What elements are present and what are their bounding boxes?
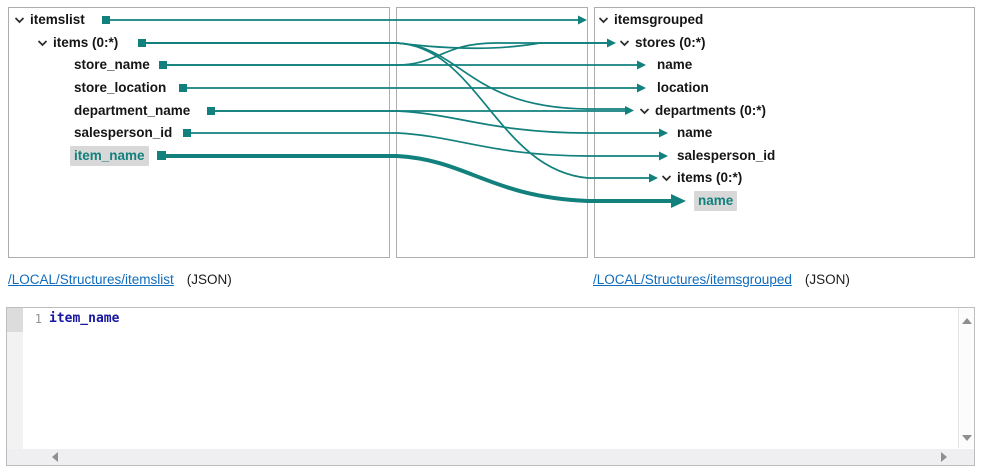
triangle-down-icon — [962, 435, 972, 441]
expression-editor: 1 item_name — [6, 307, 975, 466]
tree-node-itemslist[interactable]: itemslist — [14, 10, 85, 30]
scroll-left-button[interactable] — [47, 449, 63, 465]
tree-node-department-name[interactable]: department_name — [74, 101, 190, 121]
editor-vertical-scrollbar[interactable] — [958, 308, 974, 448]
tree-node-stores[interactable]: stores (0:*) — [619, 33, 706, 53]
tree-node-label: name — [677, 125, 713, 140]
editor-line-number: 1 — [34, 312, 42, 326]
mapping-wires-layer — [102, 15, 686, 208]
tree-node-label: items (0:*) — [53, 35, 119, 50]
chevron-down-icon[interactable] — [37, 39, 48, 47]
mapping-line-items-items[interactable] — [142, 42, 649, 179]
target-format-label: (JSON) — [804, 272, 850, 287]
tree-node-items[interactable]: items (0:*) — [37, 33, 118, 53]
tree-node-store-name[interactable]: store_name — [74, 55, 150, 75]
chevron-down-icon[interactable] — [14, 16, 25, 24]
mapping-line-salespersonid-salespersonid[interactable] — [187, 132, 659, 157]
target-structure-row: /LOCAL/Structures/itemsgrouped (JSON) — [593, 272, 850, 287]
arrowhead-salesperson-id — [659, 151, 668, 161]
tree-node-departments[interactable]: departments (0:*) — [639, 101, 766, 121]
mapping-line-itemname-name-selected[interactable] — [162, 154, 671, 203]
chevron-down-icon[interactable] — [598, 16, 609, 24]
arrowhead-departments-name — [659, 128, 668, 138]
editor-gutter — [7, 308, 23, 465]
source-connector-store-location[interactable] — [179, 84, 187, 92]
editor-text-area[interactable] — [46, 308, 957, 448]
source-format-label: (JSON) — [186, 272, 232, 287]
tree-node-item-name-selected[interactable]: item_name — [70, 146, 149, 166]
tree-node-location[interactable]: location — [657, 78, 709, 98]
source-connector-itemslist[interactable] — [102, 16, 110, 24]
source-connector-store-name[interactable] — [159, 61, 167, 69]
chevron-down-icon[interactable] — [639, 107, 650, 115]
scroll-down-button[interactable] — [959, 430, 975, 446]
tree-node-label: itemslist — [30, 12, 85, 27]
tree-node-items-name-selected[interactable]: name — [694, 191, 738, 211]
tree-node-departments-name[interactable]: name — [677, 123, 712, 143]
target-structure-link[interactable]: /LOCAL/Structures/itemsgrouped — [593, 272, 792, 287]
editor-gutter-current-line — [7, 308, 23, 332]
tree-node-label: store_name — [74, 57, 150, 72]
source-structure-row: /LOCAL/Structures/itemslist (JSON) — [8, 272, 232, 287]
arrowhead-itemsgrouped — [578, 15, 587, 25]
tree-node-items-target[interactable]: items (0:*) — [661, 168, 742, 188]
scroll-up-button[interactable] — [959, 313, 975, 329]
source-connector-item-name[interactable] — [157, 151, 166, 160]
scroll-right-button[interactable] — [936, 449, 952, 465]
chevron-down-icon[interactable] — [619, 39, 630, 47]
source-connector-department-name[interactable] — [207, 107, 215, 115]
arrowhead-items — [649, 173, 658, 183]
chevron-down-icon[interactable] — [661, 174, 672, 182]
source-connector-items[interactable] — [138, 39, 146, 47]
editor-horizontal-scrollbar[interactable] — [7, 449, 974, 465]
tree-node-label: location — [657, 80, 709, 95]
mapping-line-departmentname-deptname[interactable] — [211, 110, 659, 134]
tree-node-label: item_name — [70, 146, 149, 166]
tree-node-label: salesperson_id — [677, 148, 776, 163]
triangle-up-icon — [962, 318, 972, 324]
arrowhead-stores-name — [637, 60, 646, 70]
tree-node-stores-name[interactable]: name — [657, 55, 692, 75]
tree-node-store-location[interactable]: store_location — [74, 78, 166, 98]
source-connector-salesperson-id[interactable] — [183, 129, 191, 137]
triangle-left-icon — [52, 452, 58, 462]
tree-node-label: name — [694, 191, 738, 211]
tree-node-label: itemsgrouped — [614, 12, 704, 27]
editor-code-text: item_name — [49, 311, 120, 326]
tree-node-salesperson-id-target[interactable]: salesperson_id — [677, 146, 775, 166]
tree-node-salesperson-id[interactable]: salesperson_id — [74, 123, 172, 143]
tree-node-label: departments (0:*) — [655, 103, 767, 118]
tree-node-label: name — [657, 57, 693, 72]
source-structure-link[interactable]: /LOCAL/Structures/itemslist — [8, 272, 174, 287]
tree-node-label: salesperson_id — [74, 125, 173, 140]
editor-line-number-column — [23, 308, 46, 448]
tree-node-label: items (0:*) — [677, 170, 743, 185]
tree-node-itemsgrouped[interactable]: itemsgrouped — [598, 10, 703, 30]
arrowhead-stores — [607, 38, 616, 48]
tree-node-label: stores (0:*) — [635, 35, 706, 50]
arrowhead-departments — [625, 106, 634, 115]
tree-node-label: store_location — [74, 80, 167, 95]
tree-node-label: department_name — [74, 103, 191, 118]
arrowhead-location — [637, 83, 646, 93]
triangle-right-icon — [941, 452, 947, 462]
arrowhead-items-name-selected — [671, 194, 686, 208]
